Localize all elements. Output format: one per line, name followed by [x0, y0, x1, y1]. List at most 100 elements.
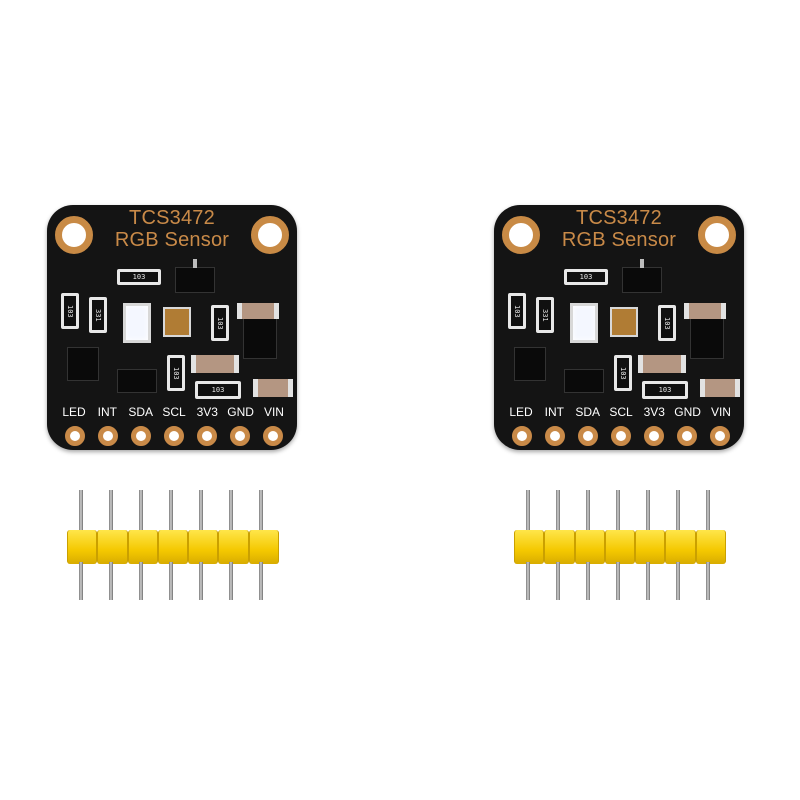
pin-header [67, 490, 283, 600]
header-housing [67, 530, 279, 564]
pin-pad [65, 426, 85, 446]
pin-pad [578, 426, 598, 446]
capacitor [191, 355, 239, 373]
board-title-function: RGB Sensor [114, 229, 230, 251]
pin-pad [230, 426, 250, 446]
pin-label: VIN [263, 405, 284, 419]
transistor [622, 267, 662, 293]
header-pin [139, 562, 143, 600]
pin-pad [611, 426, 631, 446]
resistor: 103 [642, 381, 688, 399]
transistor [175, 267, 215, 293]
header-pin [526, 490, 530, 534]
white-led [123, 303, 151, 343]
header-pin [199, 562, 203, 600]
color-sensor-chip [610, 307, 638, 337]
header-block [67, 530, 98, 564]
pin-pad [98, 426, 118, 446]
voltage-regulator [690, 313, 724, 359]
transistor [67, 347, 99, 381]
pin-label: INT [544, 405, 564, 419]
pin-label: GND [674, 405, 701, 419]
transistor [514, 347, 546, 381]
resistor: 103 [564, 269, 608, 285]
board-title-chip: TCS3472 [129, 207, 215, 229]
pin-pad [545, 426, 565, 446]
header-block [188, 530, 219, 564]
resistor: 103 [195, 381, 241, 399]
resistor: 103 [508, 293, 526, 329]
pin-label: VIN [710, 405, 731, 419]
header-pin [646, 562, 650, 600]
chip-pin [193, 259, 197, 268]
resistor: 331 [536, 297, 554, 333]
header-block [695, 530, 726, 564]
pin-pad-row [65, 426, 283, 446]
header-pin [676, 562, 680, 600]
pin-label: 3V3 [643, 405, 665, 419]
header-pin [556, 562, 560, 600]
resistor: 331 [89, 297, 107, 333]
header-pin [109, 562, 113, 600]
pin-pad [512, 426, 532, 446]
mounting-hole-left [55, 216, 93, 254]
header-pin [229, 490, 233, 534]
board-title-chip: TCS3472 [576, 207, 662, 229]
header-pin [616, 490, 620, 534]
resistor: 103 [117, 269, 161, 285]
capacitor [638, 355, 686, 373]
sensor-module-2: TCS3472 RGB Sensor 103 103 331 103 103 1… [447, 0, 800, 800]
pin-pad-row [512, 426, 730, 446]
header-block [127, 530, 158, 564]
mounting-hole-left [502, 216, 540, 254]
header-pin [556, 490, 560, 534]
pin-label: INT [97, 405, 117, 419]
header-pin [79, 562, 83, 600]
header-pin [169, 562, 173, 600]
capacitor [253, 379, 293, 397]
header-pin [616, 562, 620, 600]
pcb-board: TCS3472 RGB Sensor 103 103 331 103 103 1… [47, 205, 297, 450]
header-pin [676, 490, 680, 534]
capacitor [684, 303, 726, 319]
header-pin [586, 490, 590, 534]
resistor: 103 [614, 355, 632, 391]
pin-label: LED [509, 405, 533, 419]
pin-pad [197, 426, 217, 446]
header-pin [79, 490, 83, 534]
header-pin [706, 490, 710, 534]
pin-pad [644, 426, 664, 446]
resistor: 103 [658, 305, 676, 341]
color-sensor-chip [163, 307, 191, 337]
header-pin [706, 562, 710, 600]
pin-pad [131, 426, 151, 446]
header-pin [586, 562, 590, 600]
pin-label-row: LED INT SDA SCL 3V3 GND VIN [506, 405, 736, 419]
mounting-hole-right [251, 216, 289, 254]
mounting-hole-right [698, 216, 736, 254]
header-pin [646, 490, 650, 534]
header-pin [139, 490, 143, 534]
voltage-regulator [243, 313, 277, 359]
white-led [570, 303, 598, 343]
header-block [514, 530, 545, 564]
pin-label: SDA [575, 405, 600, 419]
pin-label: LED [62, 405, 86, 419]
resistor: 103 [61, 293, 79, 329]
header-block [665, 530, 696, 564]
resistor: 103 [211, 305, 229, 341]
header-block [574, 530, 605, 564]
pin-label: GND [227, 405, 254, 419]
pin-label-row: LED INT SDA SCL 3V3 GND VIN [59, 405, 289, 419]
transistor [117, 369, 157, 393]
pin-label: SDA [128, 405, 153, 419]
header-pin [199, 490, 203, 534]
resistor: 103 [167, 355, 185, 391]
pin-pad [677, 426, 697, 446]
header-block [157, 530, 189, 564]
header-block [97, 530, 128, 564]
header-pin [169, 490, 173, 534]
header-pin [229, 562, 233, 600]
pin-pad [263, 426, 283, 446]
